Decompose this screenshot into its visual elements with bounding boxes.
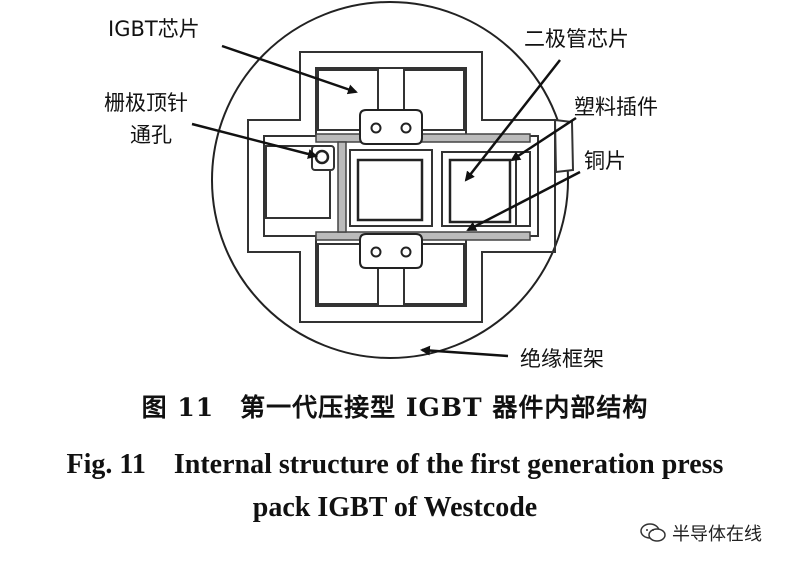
bottom-tab-hole-right	[400, 246, 412, 258]
bottom-connector-tab	[359, 233, 423, 269]
figure-caption-chinese: 图 11 第一代压接型 IGBT 器件内部结构	[141, 393, 649, 422]
plastic-insert-block	[515, 151, 531, 227]
label-copper-sheet: 铜片	[584, 149, 626, 173]
arrow-copper-sheet	[466, 170, 581, 232]
top-tab-hole-left	[370, 122, 382, 134]
arrow-diode-chip	[464, 59, 561, 182]
top-connector-tab	[359, 109, 423, 145]
bottom-tab-hole-left	[370, 246, 382, 258]
source-watermark: 半导体在线	[640, 520, 762, 546]
copper-bar-bottom	[315, 231, 531, 241]
figure-caption-english-line1: Fig. 11 Internal structure of the first …	[66, 449, 724, 480]
diode-chip	[448, 158, 512, 224]
arrow-igbt-chip	[221, 44, 358, 95]
arrow-gate-hole	[191, 122, 318, 159]
cross-frame-outer	[247, 51, 556, 323]
label-insulating-frame: 绝缘框架	[520, 347, 604, 371]
label-gate-hole-line1: 栅极顶针	[104, 91, 188, 115]
insulating-frame-ring	[211, 1, 569, 359]
label-gate-hole-line2: 通孔	[130, 123, 172, 147]
label-igbt-chip: IGBT芯片	[108, 17, 200, 41]
igbt-chip	[356, 158, 424, 222]
copper-bar-left	[337, 141, 347, 233]
wechat-icon	[640, 523, 666, 542]
watermark-text: 半导体在线	[672, 524, 762, 545]
arrow-insulating-frame	[420, 345, 509, 358]
plastic-insert-notch	[553, 118, 575, 174]
label-plastic-insert: 塑料插件	[574, 95, 658, 119]
arrow-plastic-insert	[510, 116, 577, 162]
label-diode-chip: 二极管芯片	[524, 27, 629, 51]
gate-pin-hole	[314, 149, 330, 165]
bottom-right-cell	[403, 243, 465, 305]
figure-caption-english-line2: pack IGBT of Westcode	[252, 492, 538, 523]
top-tab-hole-right	[400, 122, 412, 134]
